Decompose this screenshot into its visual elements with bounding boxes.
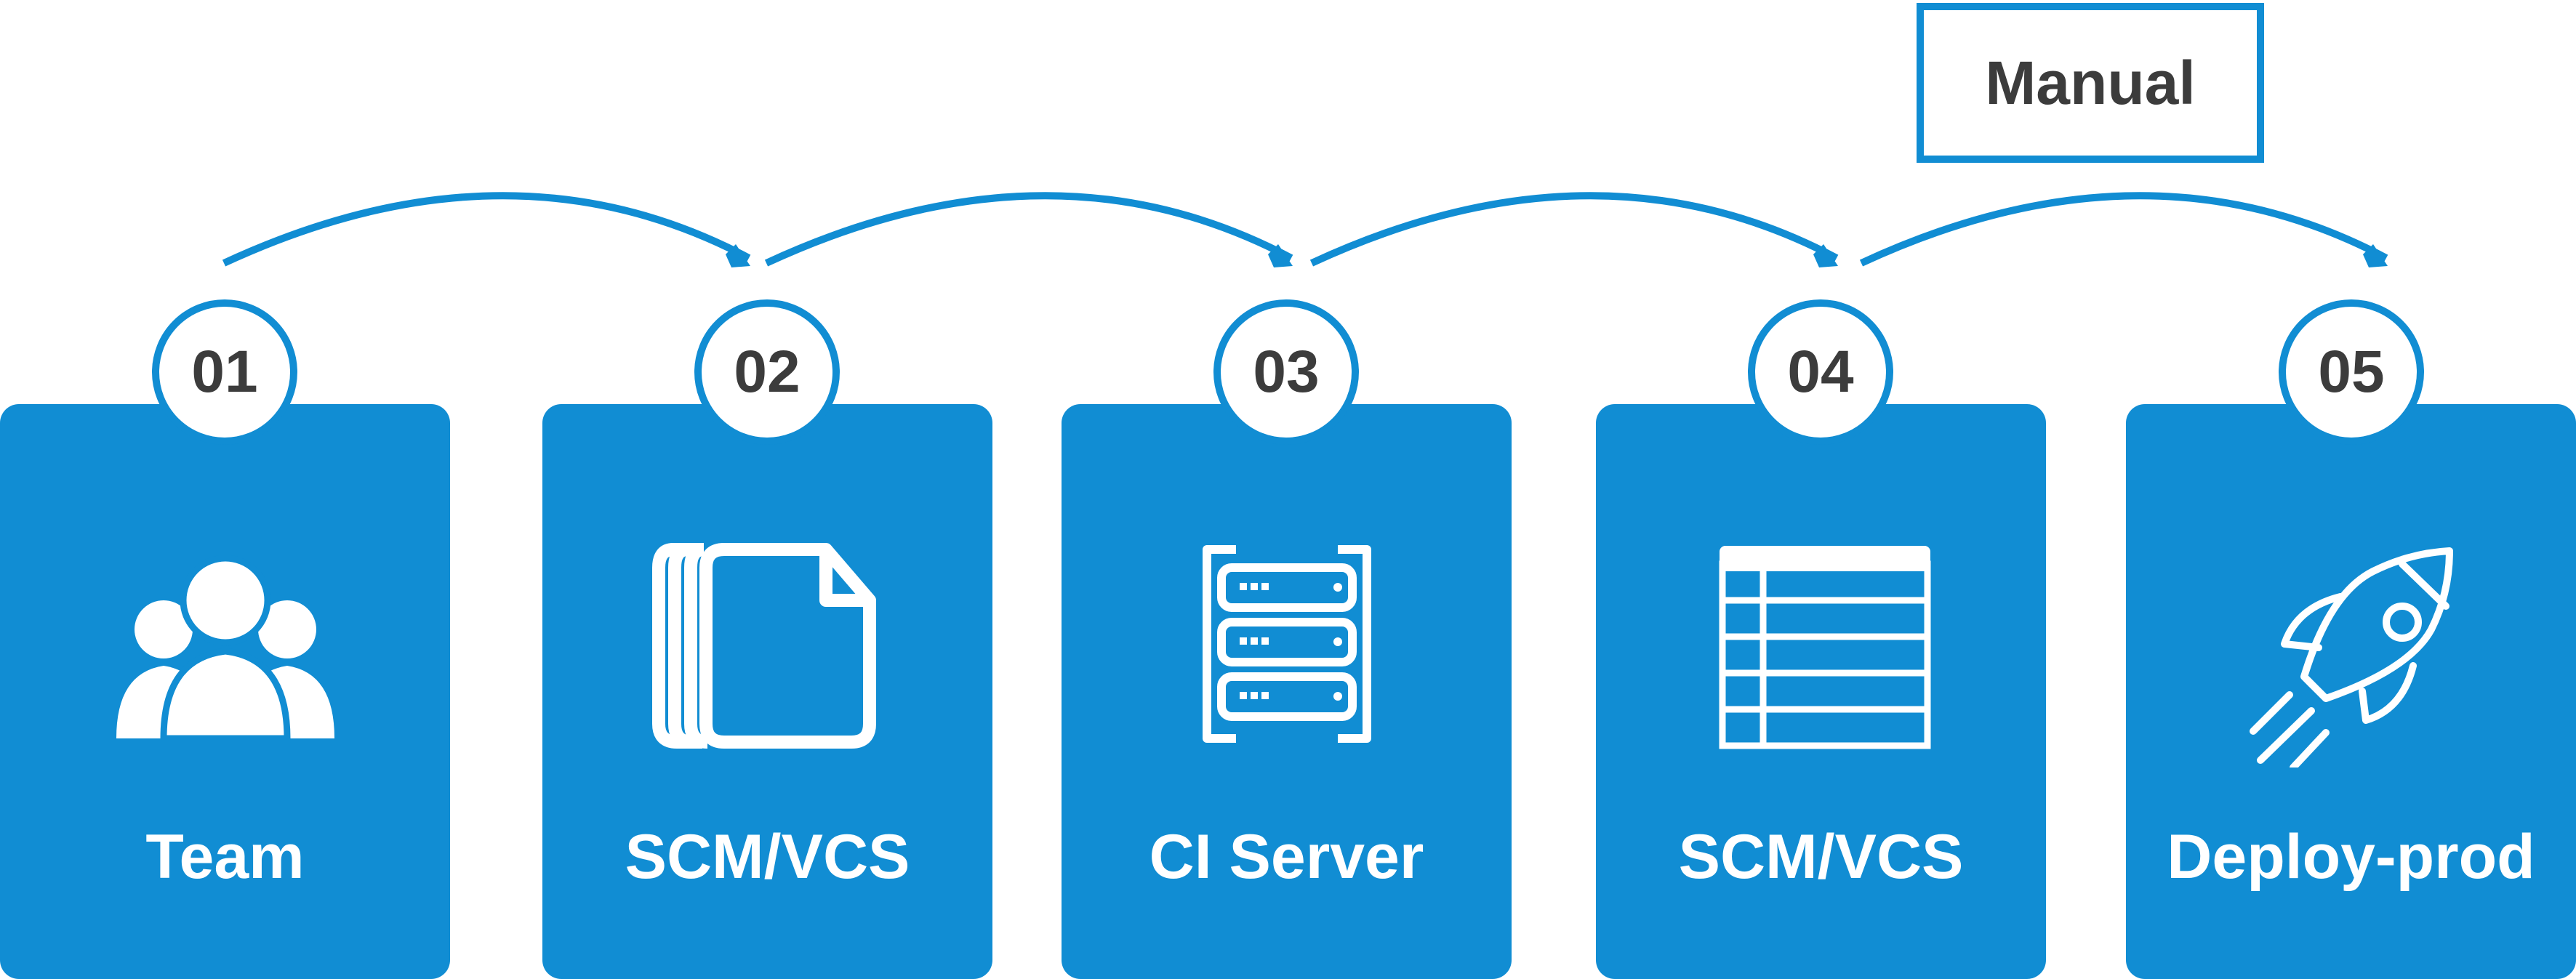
step-label: Deploy-prod (2167, 822, 2535, 892)
step-card-scm-vcs-2: SCM/VCS (1596, 404, 2046, 979)
server-icon (1202, 545, 1371, 743)
step-card-scm-vcs: SCM/VCS (542, 404, 992, 979)
manual-annotation: Manual (1917, 3, 2264, 163)
rocket-icon (2249, 547, 2453, 768)
step-card-deploy-prod: Deploy-prod (2126, 404, 2576, 979)
step-label: CI Server (1149, 822, 1424, 892)
arrowhead-04-05 (2363, 244, 2388, 267)
step-number: 02 (734, 339, 801, 405)
step-label: SCM/VCS (625, 822, 910, 892)
table-icon (1719, 546, 1930, 749)
team-icon (116, 555, 334, 742)
documents-icon (651, 543, 876, 749)
arrow-03-04 (1309, 192, 1839, 267)
step-number-badge: 01 (152, 299, 297, 445)
step-number-badge: 02 (694, 299, 840, 445)
arrowhead-02-03 (1268, 244, 1293, 267)
arrow-04-05 (1859, 192, 2388, 267)
step-card-team: Team (0, 404, 450, 979)
step-number-badge: 03 (1213, 299, 1359, 445)
arrow-01-02 (222, 192, 751, 267)
step-number: 04 (1787, 339, 1854, 405)
step-number: 01 (191, 339, 258, 405)
step-label: SCM/VCS (1678, 822, 1964, 892)
step-number-badge: 05 (2279, 299, 2424, 445)
manual-label: Manual (1985, 48, 2196, 117)
arrowhead-03-04 (1813, 244, 1838, 267)
step-card-ci-server: CI Server (1062, 404, 1512, 979)
step-label: Team (145, 822, 305, 892)
step-number-badge: 04 (1748, 299, 1893, 445)
arrowhead-01-02 (726, 244, 750, 267)
step-number: 05 (2318, 339, 2385, 405)
step-number: 03 (1253, 339, 1320, 405)
arrow-02-03 (764, 192, 1293, 267)
